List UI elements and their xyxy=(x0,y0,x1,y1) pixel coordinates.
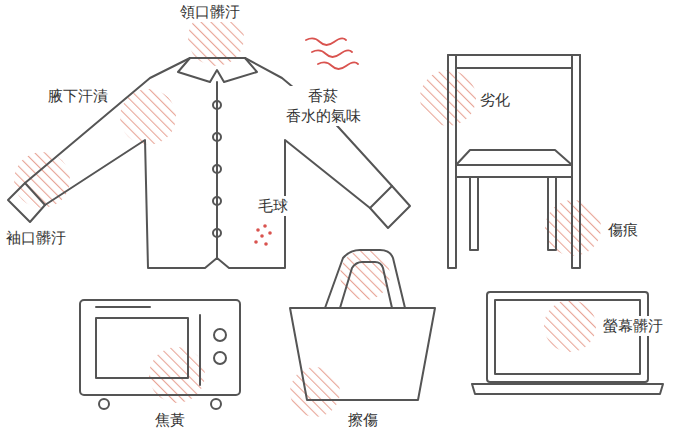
callout-label: 劣化 xyxy=(478,90,512,110)
shirt xyxy=(8,58,410,268)
callout-label: 螢幕髒汙 xyxy=(601,316,665,336)
hatch-marks xyxy=(14,10,601,417)
callout-label: 擦傷 xyxy=(346,410,380,430)
callout-label: 傷痕 xyxy=(606,220,640,240)
callout-label: 領口髒汙 xyxy=(178,2,242,22)
microwave xyxy=(80,300,240,409)
smell-waves xyxy=(306,38,358,69)
laptop xyxy=(472,292,663,394)
callout-label: 焦黃 xyxy=(153,410,187,430)
callout-label: 腋下汗漬 xyxy=(46,86,110,106)
callout-label: 毛球 xyxy=(256,196,290,216)
callout-label: 香菸 香水的氣味 xyxy=(276,86,370,126)
pill-dots xyxy=(254,224,272,246)
chair xyxy=(448,55,580,268)
tote-bag xyxy=(290,250,435,400)
callout-label: 袖口髒汙 xyxy=(4,228,68,248)
